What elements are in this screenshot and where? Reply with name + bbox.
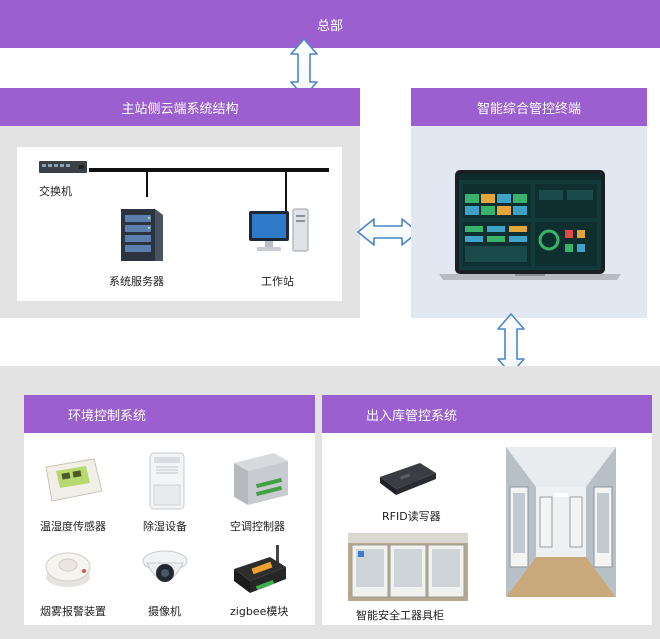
env-item-label-0: 温湿度传感器 [40, 520, 106, 533]
env-item-label-2: 空调控制器 [230, 520, 285, 533]
terminal-title-bar: 智能综合管控终端 [411, 88, 647, 126]
zigbee-module-icon [234, 545, 286, 593]
network-bus-line [89, 168, 329, 172]
environment-title-bar: 环境控制系统 [24, 395, 315, 433]
switch-label: 交换机 [39, 185, 72, 198]
workstation-label: 工作站 [261, 275, 294, 288]
env-item-label-5: zigbee模块 [230, 605, 289, 618]
workstation-icon [249, 208, 309, 252]
laptop-icon [439, 170, 621, 280]
workstation-drop-line [285, 170, 287, 217]
env-item-label-3: 烟雾报警装置 [40, 605, 106, 618]
network-diagram: 交换机 系统服务器 工作站 [17, 147, 342, 301]
terminal-panel [411, 126, 647, 318]
ac-controller-icon [234, 453, 288, 505]
tool-cabinet-photo [348, 533, 468, 601]
environment-title: 环境控制系统 [68, 408, 147, 424]
terminal-title: 智能综合管控终端 [476, 101, 581, 117]
warehouse-title: 出入库管控系统 [366, 408, 458, 424]
headquarters-title: 总部 [316, 18, 343, 34]
server-icon [121, 209, 163, 261]
camera-icon [142, 550, 188, 582]
dehumidifier-icon [149, 452, 185, 510]
env-item-label-1: 除湿设备 [143, 520, 187, 533]
master-station-title-bar: 主站侧云端系统结构 [0, 88, 360, 126]
rfid-reader-icon [380, 463, 436, 495]
warehouse-interior-photo [506, 447, 616, 597]
smoke-detector-icon [45, 552, 91, 587]
cabinet-label: 智能安全工器具柜 [356, 609, 444, 622]
server-label: 系统服务器 [109, 275, 164, 288]
thermo-hygrometer-icon [45, 458, 103, 502]
warehouse-panel: RFID读写器 智能安全工器具柜 [322, 433, 652, 625]
headquarters-bar: 总部 [0, 0, 660, 48]
switch-icon [39, 161, 87, 173]
env-item-label-4: 摄像机 [148, 605, 181, 618]
rfid-label: RFID读写器 [382, 510, 441, 523]
master-station-title: 主站侧云端系统结构 [121, 101, 239, 117]
warehouse-title-bar: 出入库管控系统 [322, 395, 652, 433]
environment-panel: 温湿度传感器 除湿设备 空调控制器 烟雾报警装置 摄像机 [24, 433, 315, 625]
server-drop-line [146, 170, 148, 197]
